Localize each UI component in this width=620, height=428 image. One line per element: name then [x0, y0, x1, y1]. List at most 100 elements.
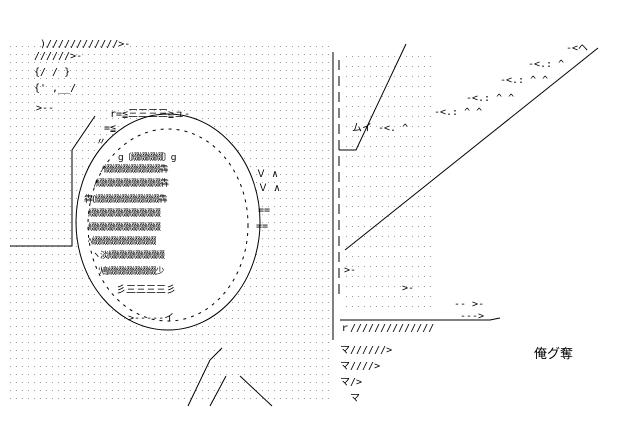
dot [352, 106, 353, 107]
dot [256, 118, 257, 119]
dot [256, 62, 257, 63]
dot [184, 62, 185, 63]
dot [274, 294, 275, 295]
dot [304, 110, 305, 111]
dot [82, 150, 83, 151]
dot [22, 302, 23, 303]
dot [304, 230, 305, 231]
dot [430, 76, 431, 77]
dot [76, 166, 77, 167]
dot [244, 342, 245, 343]
dot [190, 398, 191, 399]
dot [100, 110, 101, 111]
dot [64, 174, 65, 175]
dot [328, 198, 329, 199]
dot [70, 86, 71, 87]
dot [28, 198, 29, 199]
dot [274, 342, 275, 343]
dot [244, 62, 245, 63]
dot [274, 278, 275, 279]
dot [196, 334, 197, 335]
dot [328, 302, 329, 303]
dot [70, 294, 71, 295]
dot [52, 326, 53, 327]
dot [40, 174, 41, 175]
dot [274, 134, 275, 135]
dot [64, 294, 65, 295]
dot [118, 86, 119, 87]
dot [172, 94, 173, 95]
dot [358, 156, 359, 157]
dot [310, 222, 311, 223]
dot [400, 186, 401, 187]
dot [166, 102, 167, 103]
dot [226, 62, 227, 63]
dot [40, 70, 41, 71]
dot [298, 158, 299, 159]
dot [40, 166, 41, 167]
dot [310, 294, 311, 295]
dot [412, 146, 413, 147]
dot [106, 110, 107, 111]
dot [100, 374, 101, 375]
dot [208, 54, 209, 55]
dot [52, 174, 53, 175]
dot [430, 106, 431, 107]
dot [256, 134, 257, 135]
dot [52, 350, 53, 351]
dot [406, 236, 407, 237]
dot [10, 102, 11, 103]
dot [88, 390, 89, 391]
dot [238, 78, 239, 79]
dot [298, 54, 299, 55]
dot [130, 374, 131, 375]
dot [262, 294, 263, 295]
dot [232, 382, 233, 383]
dot [328, 390, 329, 391]
dot [250, 366, 251, 367]
dot [274, 374, 275, 375]
dot [178, 374, 179, 375]
dot [214, 366, 215, 367]
dot [238, 318, 239, 319]
dot [76, 190, 77, 191]
dot [58, 62, 59, 63]
dot [10, 358, 11, 359]
dot [220, 334, 221, 335]
dot [94, 78, 95, 79]
dot [124, 382, 125, 383]
dot [322, 254, 323, 255]
dot [220, 366, 221, 367]
dot [292, 310, 293, 311]
dot [256, 78, 257, 79]
dot [196, 382, 197, 383]
dot [52, 286, 53, 287]
dot [238, 142, 239, 143]
dot [382, 296, 383, 297]
dot [268, 150, 269, 151]
dot [10, 334, 11, 335]
dot [274, 62, 275, 63]
dot [256, 286, 257, 287]
dot [268, 358, 269, 359]
dot [286, 86, 287, 87]
dot [364, 296, 365, 297]
dot [88, 318, 89, 319]
dot [250, 310, 251, 311]
dot [70, 118, 71, 119]
dot [304, 294, 305, 295]
dot [328, 366, 329, 367]
dot [82, 70, 83, 71]
dot [16, 294, 17, 295]
dot [166, 78, 167, 79]
dot [58, 374, 59, 375]
dot [46, 398, 47, 399]
dot [202, 382, 203, 383]
dot [10, 190, 11, 191]
dot [148, 62, 149, 63]
dot [34, 190, 35, 191]
dot [106, 398, 107, 399]
dot [370, 206, 371, 207]
dot [358, 206, 359, 207]
dot [328, 398, 329, 399]
